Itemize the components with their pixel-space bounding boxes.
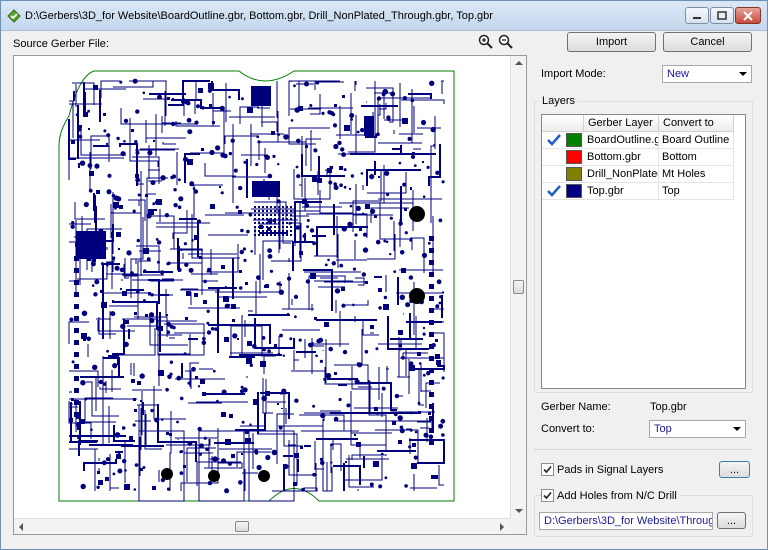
layer-convert-to[interactable]: Mt Holes — [659, 166, 734, 183]
horizontal-scrollbar[interactable] — [14, 518, 510, 534]
grid-header-blank — [542, 115, 584, 132]
chevron-down-icon — [733, 427, 741, 431]
layer-convert-to[interactable]: Top — [659, 183, 734, 200]
layer-color-swatch[interactable] — [566, 184, 582, 198]
layer-gerber-name: Bottom.gbr — [584, 149, 659, 166]
scroll-up-icon[interactable] — [515, 61, 523, 65]
chevron-down-icon — [739, 72, 747, 76]
layer-row[interactable]: BoardOutline.gbrBoard Outline — [542, 132, 734, 149]
scroll-down-icon[interactable] — [515, 509, 523, 513]
import-button[interactable]: Import — [567, 32, 656, 52]
window-title: D:\Gerbers\3D_for Website\BoardOutline.g… — [25, 10, 493, 22]
convert-to-label: Convert to: — [541, 423, 595, 435]
gerber-preview[interactable] — [13, 55, 527, 535]
vertical-scroll-thumb[interactable] — [513, 280, 524, 294]
gerber-name-value: Top.gbr — [650, 401, 687, 413]
zoom-out-icon[interactable] — [498, 34, 514, 50]
maximize-button[interactable] — [710, 7, 734, 24]
layers-grid[interactable]: Gerber Layer Convert to BoardOutline.gbr… — [541, 114, 746, 389]
pads-browse-button[interactable]: ... — [719, 461, 750, 478]
checkmark-icon[interactable] — [547, 184, 561, 198]
scroll-corner — [510, 518, 526, 534]
scroll-left-icon[interactable] — [19, 523, 23, 531]
layer-gerber-name: BoardOutline.gbr — [584, 132, 659, 149]
holes-label[interactable]: Add Holes from N/C Drill — [554, 490, 680, 502]
layers-group — [534, 101, 753, 393]
checkmark-icon — [543, 491, 552, 500]
layer-color-swatch[interactable] — [566, 150, 582, 164]
holes-browse-button[interactable]: ... — [717, 512, 746, 529]
separator — [534, 449, 753, 450]
zoom-in-icon[interactable] — [478, 34, 494, 50]
gerber-name-label: Gerber Name: — [541, 401, 611, 413]
vertical-scrollbar[interactable] — [510, 56, 526, 518]
layer-row[interactable]: Drill_NonPlated_Mt Holes — [542, 166, 734, 183]
import-mode-label: Import Mode: — [541, 68, 606, 80]
layer-gerber-name: Drill_NonPlated_ — [584, 166, 659, 183]
minimize-button[interactable] — [685, 7, 709, 24]
convert-to-value: Top — [654, 423, 672, 435]
layer-convert-to[interactable]: Bottom — [659, 149, 734, 166]
scroll-right-icon[interactable] — [500, 523, 504, 531]
checkmark-icon[interactable] — [547, 133, 561, 147]
import-mode-select[interactable]: New — [662, 65, 752, 83]
pcb-preview-image — [58, 70, 455, 502]
grid-header-convert-to[interactable]: Convert to — [659, 115, 734, 132]
close-icon — [743, 10, 753, 21]
close-button[interactable] — [735, 7, 761, 24]
layers-group-label: Layers — [540, 95, 578, 107]
holes-path-field[interactable]: D:\Gerbers\3D_for Website\Through.c — [539, 512, 713, 530]
pads-label[interactable]: Pads in Signal Layers — [557, 464, 664, 476]
import-mode-value: New — [667, 68, 690, 80]
cancel-button[interactable]: Cancel — [663, 32, 752, 52]
grid-header-gerber-layer[interactable]: Gerber Layer — [584, 115, 659, 132]
maximize-icon — [717, 11, 727, 20]
layer-gerber-name: Top.gbr — [584, 183, 659, 200]
title-bar[interactable]: D:\Gerbers\3D_for Website\BoardOutline.g… — [1, 1, 767, 31]
layer-color-swatch[interactable] — [566, 167, 582, 181]
horizontal-scroll-thumb[interactable] — [235, 521, 249, 532]
app-icon — [7, 9, 21, 23]
layer-convert-to[interactable]: Board Outline — [659, 132, 734, 149]
layer-color-swatch[interactable] — [566, 133, 582, 147]
holes-path-value: D:\Gerbers\3D_for Website\Through.c — [544, 515, 713, 527]
source-label: Source Gerber File: — [13, 38, 109, 50]
pads-checkbox[interactable] — [541, 463, 554, 476]
minimize-icon — [693, 16, 701, 19]
checkmark-icon — [543, 465, 552, 474]
convert-to-select[interactable]: Top — [649, 420, 746, 438]
holes-checkbox[interactable] — [541, 489, 554, 502]
